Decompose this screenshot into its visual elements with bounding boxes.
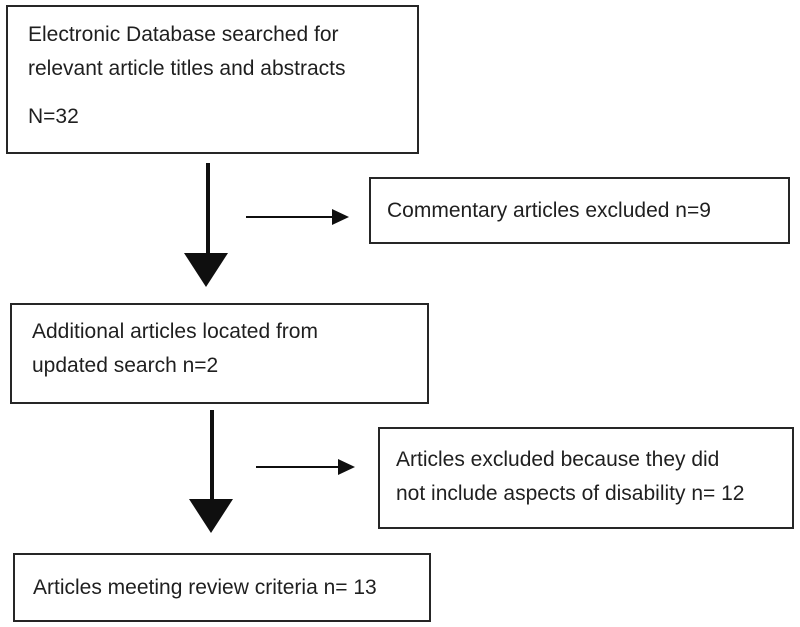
branch-arrow-2-line [256,466,338,468]
flow-box-commentary-excluded: Commentary articles excluded n=9 [369,177,790,244]
flow-box-disability-excluded-text: Articles excluded because they did not i… [396,448,745,505]
down-arrow-2-head-icon [189,499,233,533]
flow-box-additional-articles: Additional articles located from updated… [10,303,429,404]
branch-arrow-2-head-icon [338,459,355,475]
flow-box-additional-articles-text: Additional articles located from updated… [32,320,318,377]
down-arrow-2-line [210,410,214,500]
branch-arrow-1-line [246,216,332,218]
flow-box-commentary-excluded-text: Commentary articles excluded n=9 [387,198,711,222]
flow-box-database-search-text: Electronic Database searched for relevan… [28,23,346,80]
flow-box-review-criteria-text: Articles meeting review criteria n= 13 [33,575,377,599]
down-arrow-1-line [206,163,210,255]
flow-box-review-criteria: Articles meeting review criteria n= 13 [13,553,431,622]
flow-box-database-search-count: N=32 [28,105,79,128]
down-arrow-1-head-icon [184,253,228,287]
flow-box-database-search: Electronic Database searched for relevan… [6,5,419,154]
flow-box-disability-excluded: Articles excluded because they did not i… [378,427,794,529]
branch-arrow-1-head-icon [332,209,349,225]
